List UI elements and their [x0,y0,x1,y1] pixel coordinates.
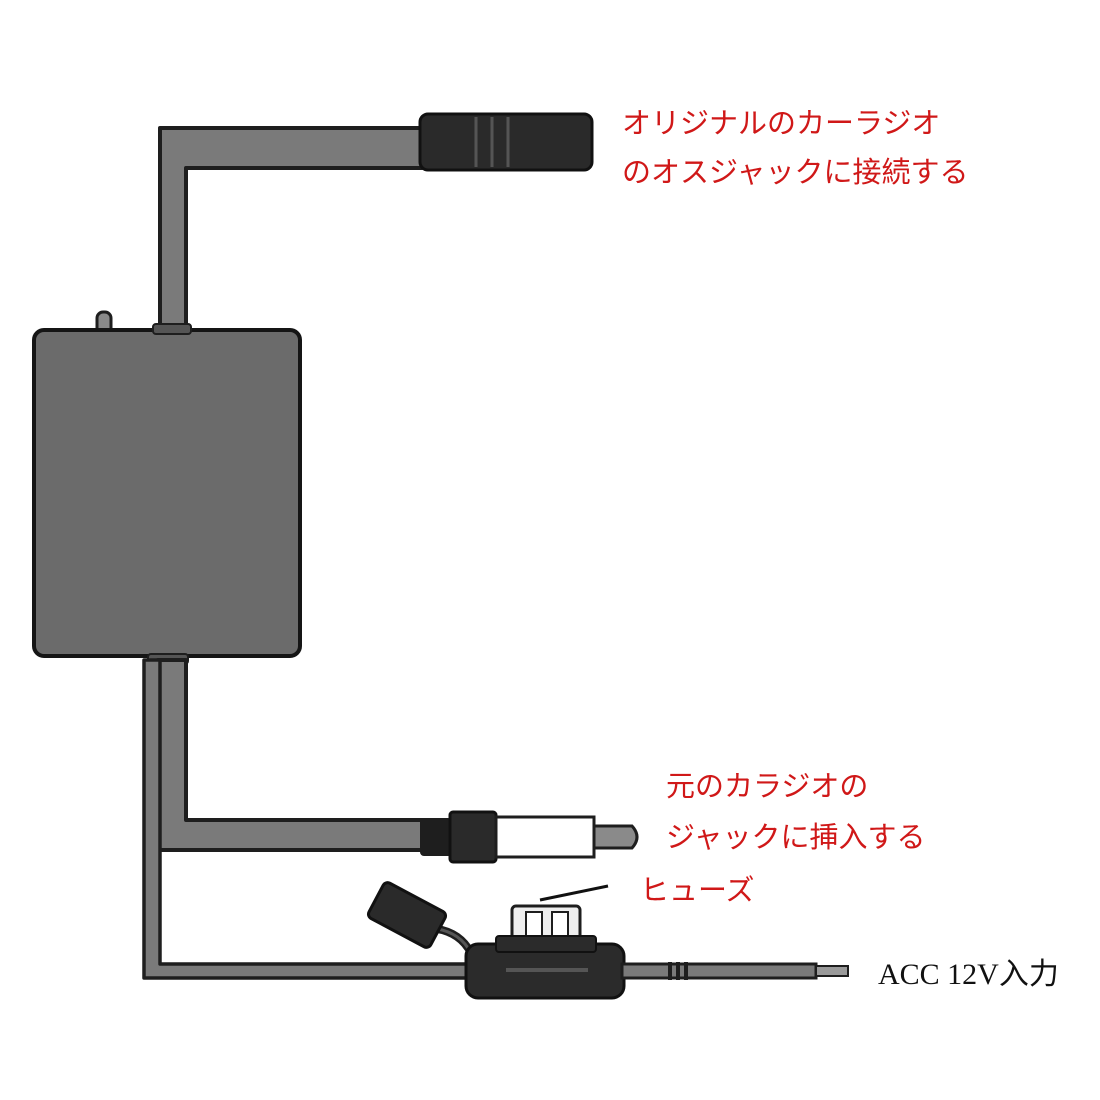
female-jack-label-line1: オリジナルのカーラジオ [622,106,940,140]
fuse-cap [366,881,482,964]
male-plug-connector [420,810,639,864]
acc-input-label: ACC 12V入力 [878,958,1059,991]
fuse-label: ヒューズ [640,873,755,907]
device-box [32,323,302,665]
fuse-holder [464,935,626,1000]
acc-wire [620,962,849,980]
male-plug-label-line1: 元のカラジオの [666,769,868,803]
female-jack-connector [418,112,594,172]
male-plug-label-line2: ジャックに挿入する [666,820,926,854]
lower-cable [156,658,426,852]
female-jack-label-line2: のオスジャックに接続する [622,155,969,189]
fuse-pointer-line [539,884,609,902]
top-cable [158,126,424,337]
